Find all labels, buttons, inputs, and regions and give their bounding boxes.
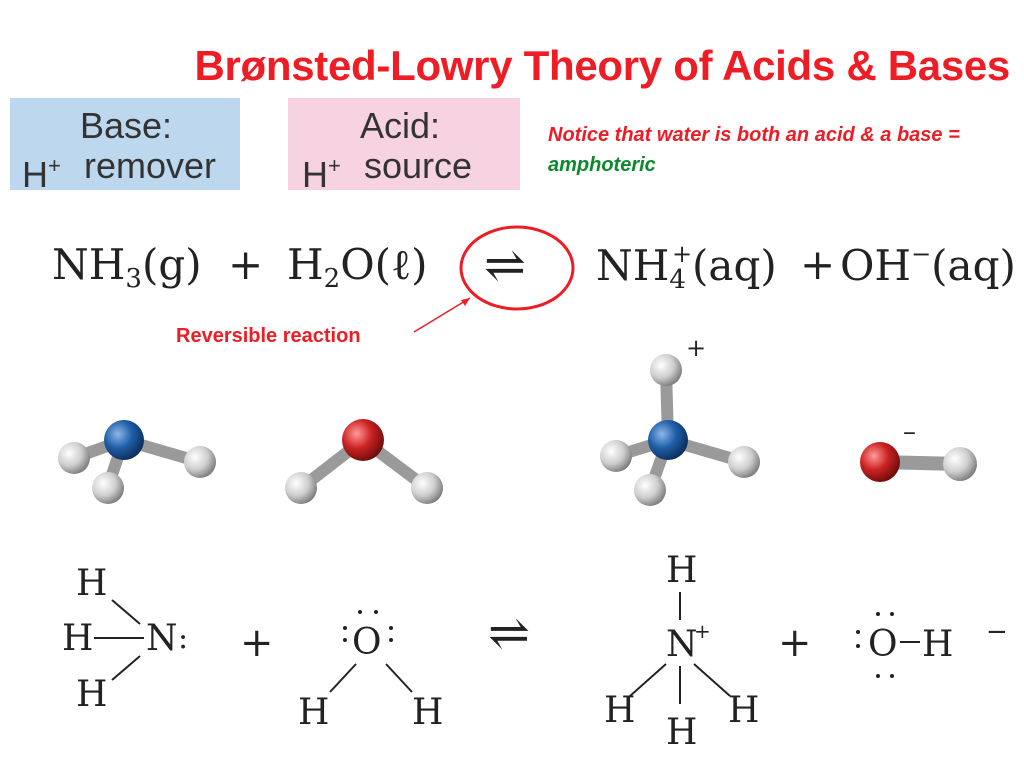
svg-text:−: − — [986, 617, 1008, 647]
product-ammonium: NH4+(aq) — [596, 240, 777, 295]
plus-sign-2: + — [800, 240, 836, 289]
svg-text:N: N — [146, 618, 178, 659]
ammonium-lewis-structure: H N + H H H — [604, 550, 759, 753]
nitrogen-lone-pair: : — [178, 621, 188, 656]
page-title: Brønsted-Lowry Theory of Acids & Bases — [194, 42, 1010, 89]
ammonia-lewis-structure: H H H N : — [62, 563, 188, 715]
highlight-circle — [459, 225, 575, 311]
product-hydroxide: OH−(aq) — [840, 240, 1016, 290]
base-definition-box: Base: H+ remover — [10, 98, 240, 195]
base-description: remover — [84, 145, 217, 186]
svg-text:H: H — [604, 690, 635, 731]
plus-sign-1: + — [228, 240, 264, 289]
hydroxide-molecule-model: – — [860, 417, 977, 482]
lewis-plus-2: + — [778, 620, 812, 666]
hydroxide-lewis-structure: O H − — [856, 612, 1008, 678]
svg-text:N: N — [666, 624, 698, 665]
equilibrium-arrow: ⇌ — [484, 236, 526, 294]
svg-text:H: H — [728, 690, 759, 731]
svg-text:H: H — [922, 624, 953, 665]
reactant-water: H2O(ℓ) — [287, 240, 428, 294]
svg-text:H: H — [666, 550, 697, 591]
hydroxide-charge: – — [903, 417, 916, 447]
acid-definition-box: Acid: H+ source — [288, 98, 520, 195]
acid-hplus: H+ — [302, 153, 341, 195]
svg-text:O: O — [352, 622, 382, 663]
reversible-reaction-label: Reversible reaction — [176, 325, 361, 347]
svg-text:O: O — [868, 624, 898, 665]
ammonium-molecule-model: + — [600, 334, 760, 506]
water-molecule-model — [285, 419, 443, 504]
svg-text:H: H — [298, 692, 329, 733]
amphoteric-term: amphoteric — [548, 154, 656, 176]
svg-text:H: H — [666, 712, 697, 753]
svg-text:H: H — [62, 618, 93, 659]
pointer-line — [413, 297, 471, 333]
ammonia-molecule-model — [58, 420, 216, 504]
svg-text:+: + — [694, 619, 711, 643]
acid-label: Acid: — [360, 105, 441, 146]
base-hplus: H+ — [22, 153, 61, 195]
pointer-arrowhead — [461, 298, 470, 306]
ammonium-charge: + — [686, 334, 706, 362]
svg-text:H: H — [76, 674, 107, 715]
base-label: Base: — [80, 105, 173, 146]
svg-text:H: H — [76, 563, 107, 604]
svg-text:H: H — [412, 692, 443, 733]
lewis-equilibrium-arrow: ⇌ — [488, 604, 530, 662]
lewis-plus-1: + — [240, 620, 274, 666]
acid-description: source — [364, 145, 473, 186]
water-lewis-structure: O H H — [298, 610, 443, 733]
amphoteric-note: Notice that water is both an acid & a ba… — [548, 124, 960, 176]
reactant-ammonia: NH3(g) — [52, 240, 202, 294]
